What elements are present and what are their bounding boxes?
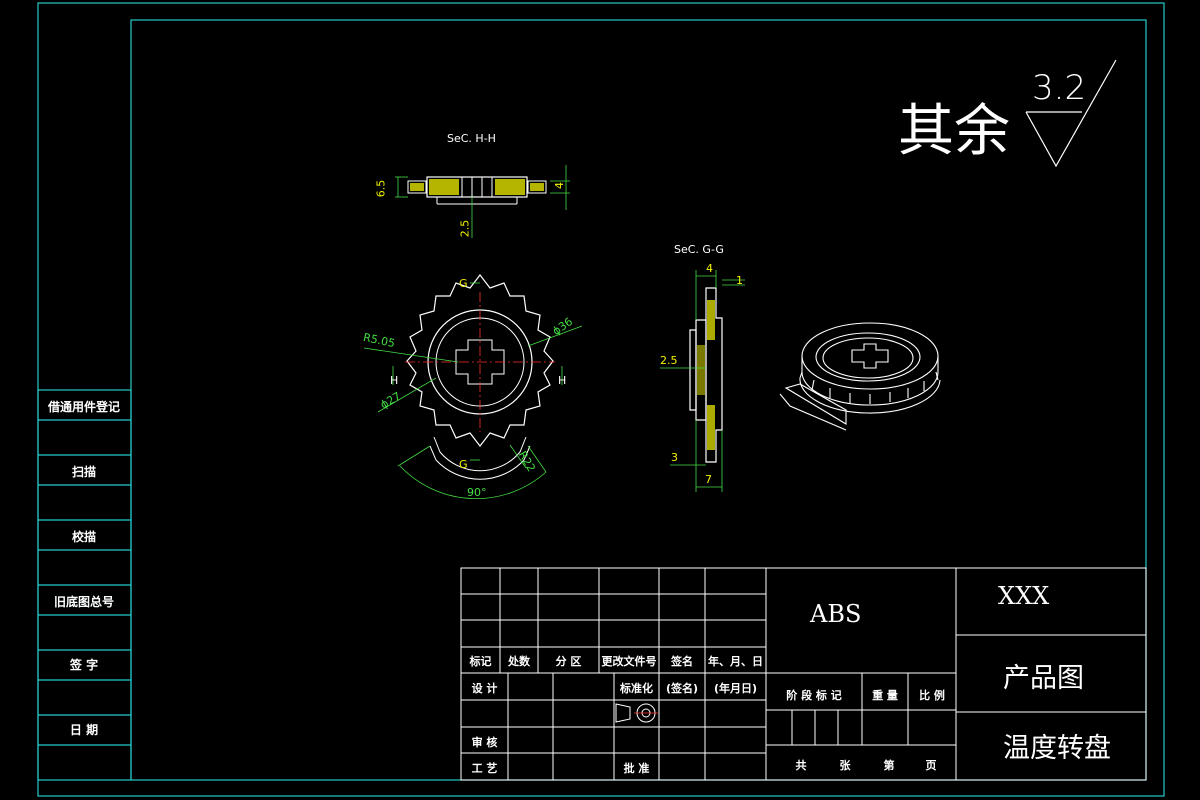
tb-approve: 批 准 <box>623 762 650 775</box>
section-mark-h-right: H <box>558 374 567 387</box>
roughness-value: 3.2 <box>1032 68 1087 108</box>
projection-symbol <box>615 703 658 723</box>
side-date: 日 期 <box>69 723 99 737</box>
tb-zone: 分 区 <box>555 655 582 668</box>
tb-part-name: 温度转盘 <box>1003 733 1111 764</box>
tb-page: 页 <box>925 759 937 772</box>
tb-company: XXX <box>998 582 1050 610</box>
tb-process: 工 艺 <box>471 762 498 775</box>
tb-change-doc: 更改文件号 <box>601 655 657 668</box>
tb-drawing-type: 产品图 <box>1003 663 1084 694</box>
title-block-grid <box>460 567 1147 781</box>
tb-total: 共 <box>795 759 807 772</box>
side-trace-check: 校描 <box>71 530 96 544</box>
tb-date: 年、月、日 <box>708 655 763 668</box>
tb-sign-placeholder: (签名) <box>665 682 699 695</box>
roughness-label: 其余 <box>898 99 1010 164</box>
section-gg-view <box>660 270 745 492</box>
side-signature: 签 字 <box>69 658 99 672</box>
section-mark-h-left: H <box>390 374 399 387</box>
tb-mark: 标记 <box>469 655 492 668</box>
tb-date-placeholder: (年月日) <box>713 682 758 695</box>
tb-material: ABS <box>810 600 862 628</box>
tb-standardization: 标准化 <box>620 682 653 695</box>
dim-gg-width: 7 <box>705 473 712 486</box>
dim-hh-height: 6.5 <box>374 179 388 198</box>
dim-gg-bottom: 3 <box>671 451 678 464</box>
section-mark-g-bottom: G <box>459 458 468 471</box>
tb-review: 审 核 <box>471 736 498 749</box>
tb-signature: 签名 <box>671 655 693 668</box>
dim-gg-mid: 2.5 <box>660 354 678 367</box>
tb-weight: 重 量 <box>872 689 898 702</box>
dim-hh-thickness: 4 <box>553 182 566 189</box>
isometric-view <box>779 322 941 431</box>
tb-count: 处数 <box>508 655 530 668</box>
dim-gg-top-b: 1 <box>736 274 743 287</box>
side-scan: 扫描 <box>71 465 96 479</box>
roughness-symbol <box>1025 59 1117 168</box>
tb-page-no: 第 <box>883 759 895 772</box>
section-mark-g-top: G <box>459 277 468 290</box>
section-gg-title: SeC. G-G <box>674 243 724 256</box>
front-view <box>363 274 583 500</box>
tb-design: 设 计 <box>471 682 498 695</box>
tb-scale: 比 例 <box>919 689 945 702</box>
tb-stage-mark: 阶 段 标 记 <box>786 689 842 702</box>
dim-angle: 90° <box>467 486 487 499</box>
tb-sheets: 张 <box>839 759 851 772</box>
side-borrowed-parts: 借通用件登记 <box>47 400 120 414</box>
dim-gg-top-a: 4 <box>706 262 713 275</box>
dim-hh-depth: 2.5 <box>458 219 472 238</box>
section-hh-title: SeC. H-H <box>447 132 496 145</box>
side-old-drawing-no: 旧底图总号 <box>53 595 114 609</box>
section-hh-view <box>395 165 570 238</box>
